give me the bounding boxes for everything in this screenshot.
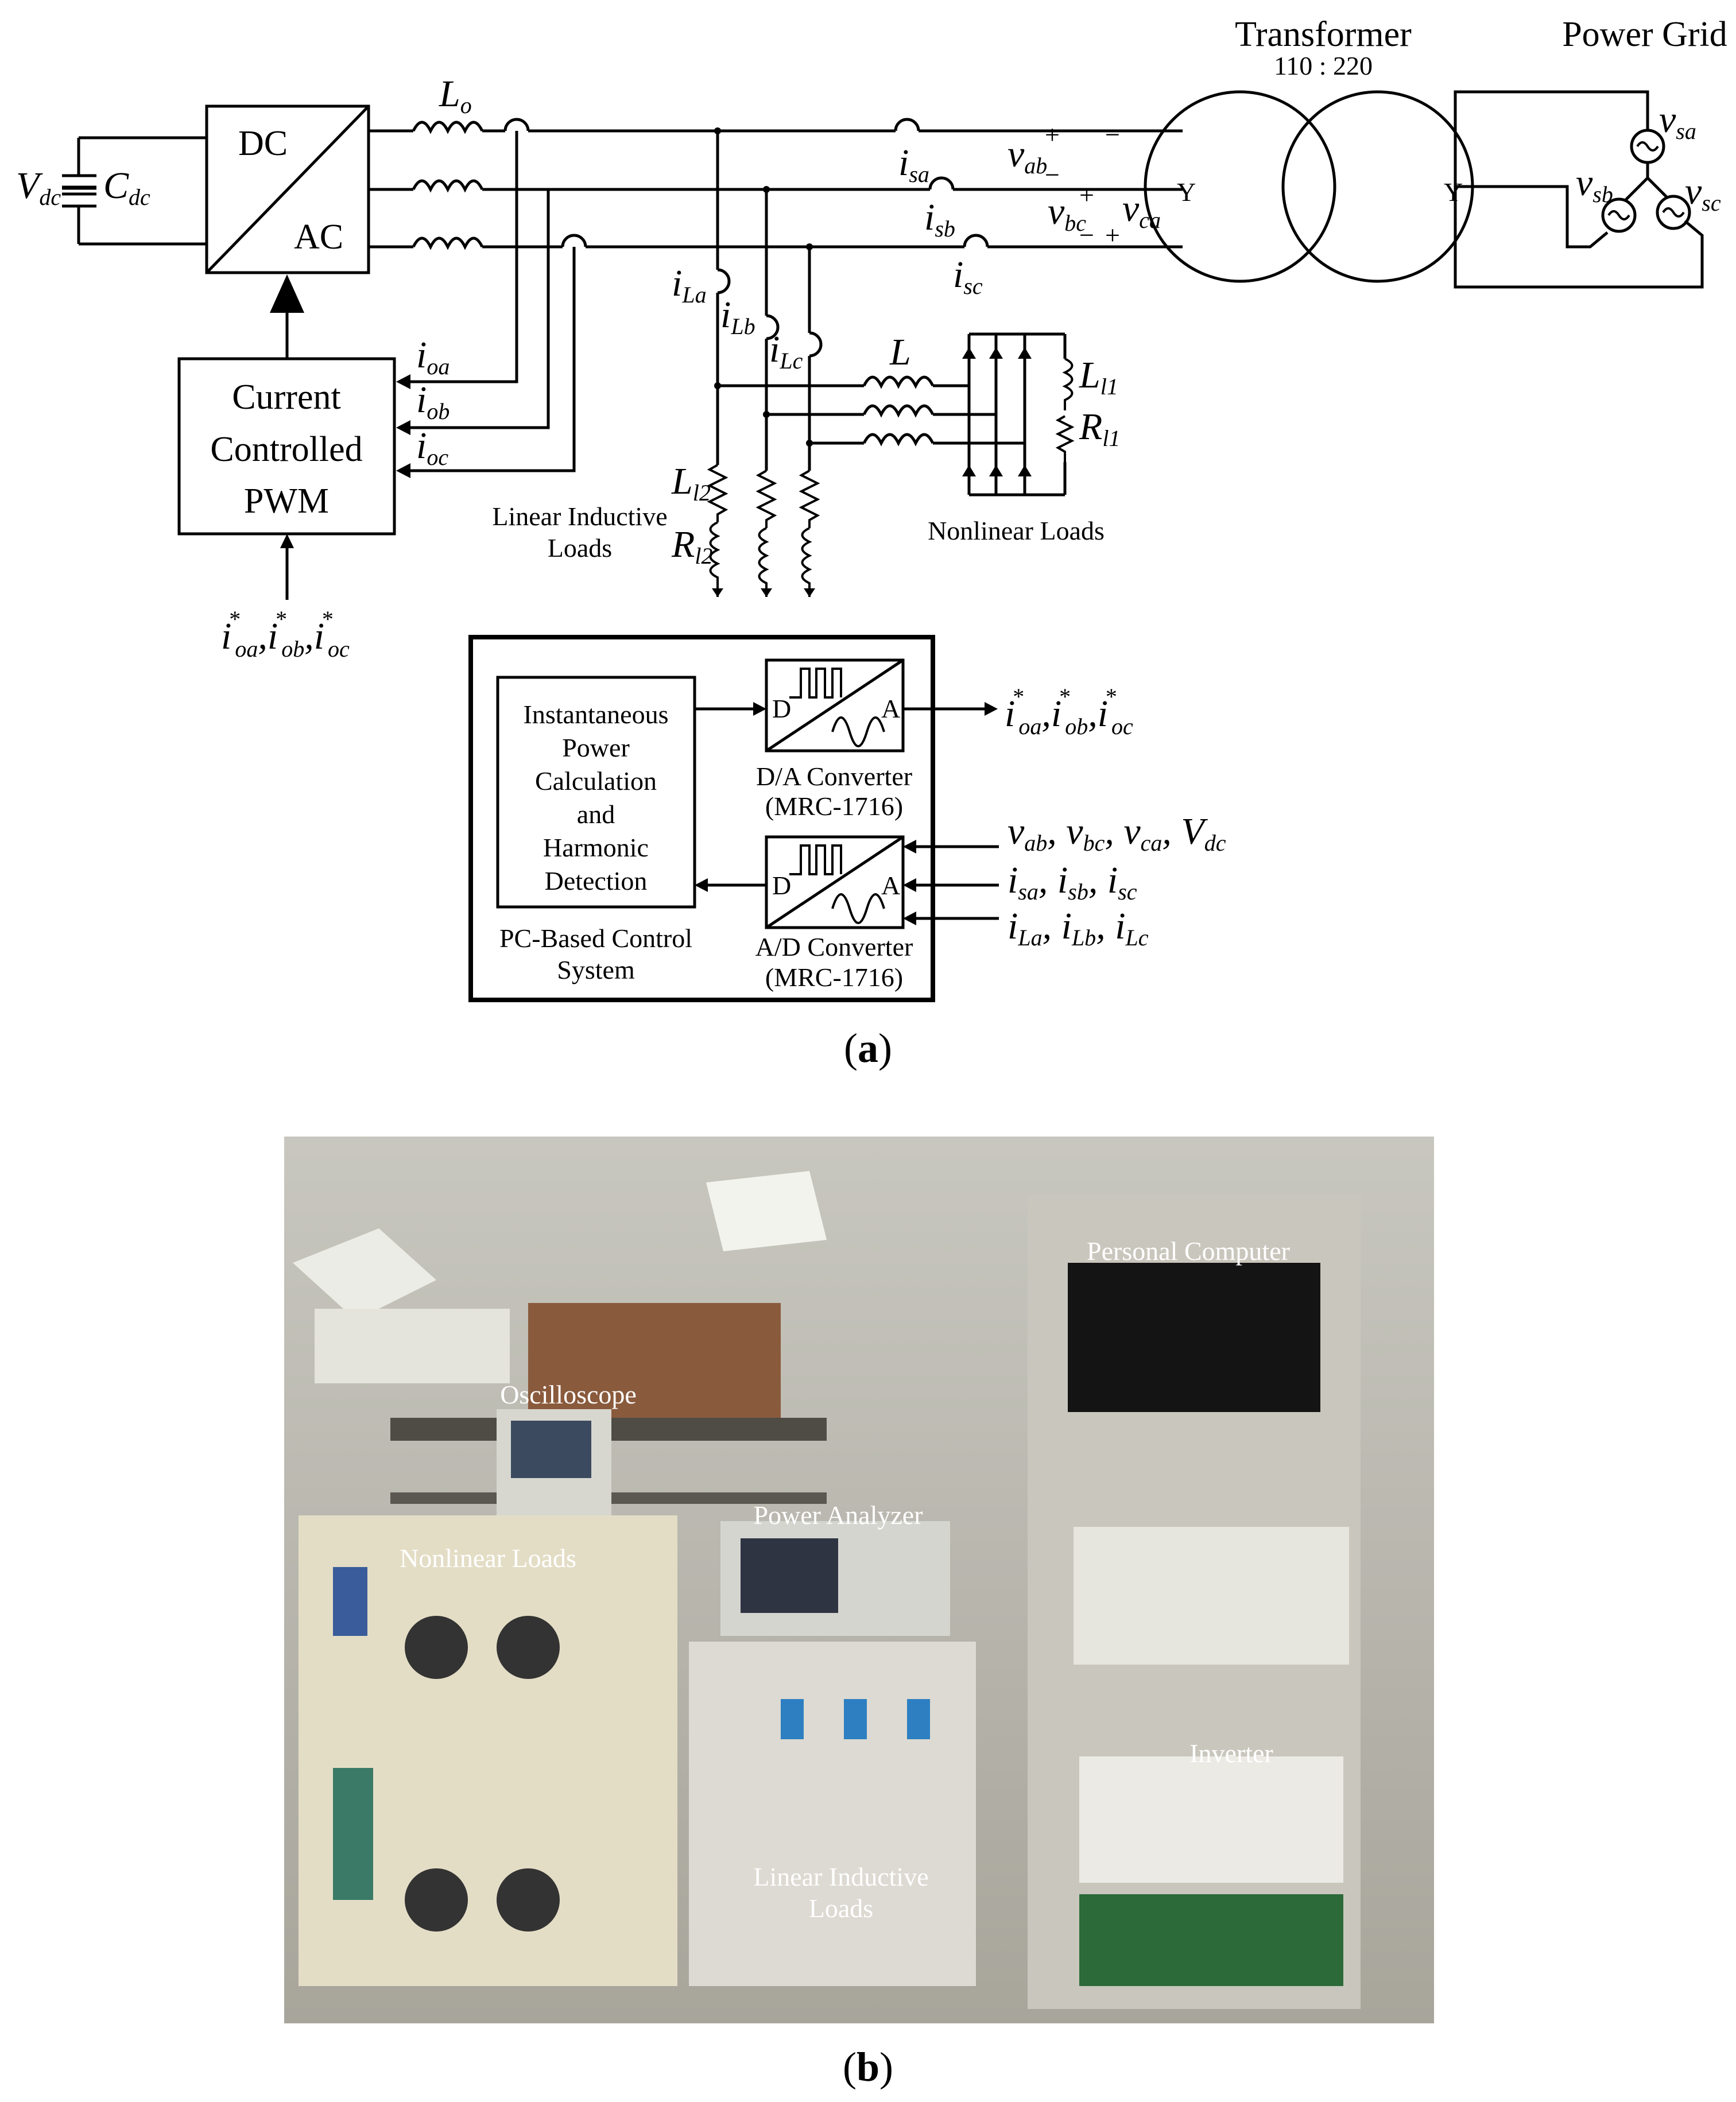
rl1-label: Rl1: [1079, 406, 1120, 451]
ilb-label: iLb: [720, 294, 755, 339]
da-label-2: (MRC-1716): [765, 792, 903, 821]
in-grid-currents: isa, isb, isc: [1008, 859, 1137, 905]
vca-plus: +: [1105, 220, 1120, 250]
ioa-label: ioa: [416, 334, 450, 379]
pc-label-1: PC-Based Control: [499, 924, 692, 953]
calc-line-3: Calculation: [535, 766, 657, 796]
calc-line-2: Power: [562, 733, 630, 762]
photo-label-pc: Personal Computer: [1087, 1236, 1290, 1266]
vsc-label: vsc: [1685, 170, 1721, 216]
circuit-diagram: Vdc Cdc DC AC Current Controlled PWM i*o…: [16, 15, 1727, 1071]
calc-line-1: Instantaneous: [524, 700, 669, 729]
caption-b: (b): [843, 2044, 893, 2090]
iob-label: iob: [416, 379, 450, 424]
vsb-label: vsb: [1576, 162, 1613, 207]
ad-label-2: (MRC-1716): [765, 963, 903, 992]
da-d: D: [772, 694, 791, 723]
l-nonlinear-label: L: [889, 331, 911, 373]
ad-d: D: [772, 871, 791, 900]
calc-line-4: and: [577, 800, 615, 829]
in-voltages: vab, vbc, vca, Vdc: [1008, 810, 1226, 856]
inverter-ac-text: AC: [294, 218, 343, 257]
isc-label: isc: [953, 254, 983, 299]
vab-minus: −: [1045, 160, 1060, 189]
ad-label-1: A/D Converter: [755, 932, 913, 961]
rl2-label: Rl2: [671, 523, 712, 569]
ilc-label: iLc: [769, 328, 803, 374]
photo-label-lil-2: Loads: [809, 1894, 873, 1923]
pwm-line-3: PWM: [244, 482, 329, 521]
photo-label-pa: Power Analyzer: [753, 1500, 923, 1530]
da-label-1: D/A Converter: [756, 762, 912, 791]
nonlinear-loads-label: Nonlinear Loads: [928, 516, 1105, 545]
pwm-line-2: Controlled: [210, 430, 362, 469]
pwm-block: Current Controlled PWM i*oa,i*ob,i*oc: [177, 274, 396, 662]
ll1-label: Ll1: [1079, 354, 1118, 400]
calc-line-6: Detection: [545, 866, 648, 895]
linear-loads-line-1: Linear Inductive: [492, 502, 667, 531]
inverter-dc-text: DC: [238, 124, 288, 163]
transformer-title: Transformer: [1235, 15, 1412, 54]
transformer: Transformer 110 : 220 Y Y: [1144, 15, 1474, 283]
out-ref-currents: i*oa,i*ob,i*oc: [1005, 684, 1133, 739]
ad-a: A: [881, 871, 900, 900]
ila-label: iLa: [672, 262, 707, 308]
lo-label: Lo: [439, 73, 472, 118]
vsa-label: vsa: [1659, 99, 1696, 144]
vdc-label: Vdc: [16, 165, 61, 210]
power-grid: Power Grid vsa vsb vsc: [1454, 15, 1727, 289]
pwm-line-1: Current: [232, 378, 340, 417]
in-load-currents: iLa, iLb, iLc: [1008, 905, 1149, 951]
linear-loads-line-2: Loads: [548, 533, 612, 563]
lab-photo: Personal Computer Oscilloscope Power Ana…: [284, 1137, 1434, 2090]
dc-ac-inverter: DC AC: [205, 104, 370, 274]
vab-label: vab: [1008, 133, 1047, 179]
photo-label-osc: Oscilloscope: [500, 1380, 637, 1409]
photo-label-lil-1: Linear Inductive: [753, 1862, 928, 1891]
isb-label: isb: [924, 196, 955, 242]
pc-label-2: System: [557, 955, 635, 984]
diode-bridge: Ll1 Rl1 Nonlinear Loads: [928, 332, 1120, 545]
ll2-label: Ll2: [671, 460, 711, 506]
calc-line-5: Harmonic: [543, 833, 649, 862]
isa-label: isa: [898, 142, 929, 187]
three-phase-lines: Lo ioa iob ioc isa isb isc vab + − − vbc…: [369, 73, 1183, 478]
ref-currents-label: i*oa,i*ob,i*oc: [221, 606, 350, 662]
photo-label-nl: Nonlinear Loads: [400, 1543, 576, 1573]
vbc-plus: +: [1079, 180, 1094, 210]
ioc-label: ioc: [416, 425, 448, 470]
vbc-minus: −: [1079, 220, 1094, 250]
dc-link: Vdc Cdc: [16, 136, 207, 246]
grid-title: Power Grid: [1562, 15, 1727, 54]
control-system: Instantaneous Power Calculation and Harm…: [468, 635, 1226, 1002]
photo-label-inv: Inverter: [1189, 1739, 1273, 1768]
wye-secondary: Y: [1444, 177, 1463, 207]
da-a: A: [881, 694, 900, 723]
vab-plus: +: [1045, 120, 1060, 149]
wye-primary: Y: [1177, 177, 1196, 207]
vbc-label: vbc: [1048, 191, 1086, 236]
caption-a: (a): [844, 1025, 892, 1071]
vab-minus-top: −: [1105, 120, 1120, 149]
load-branches: iLa iLb iLc Ll2 Rl2 Linear Inductive Loa…: [492, 127, 1025, 597]
cdc-label: Cdc: [103, 165, 150, 210]
transformer-ratio: 110 : 220: [1274, 51, 1373, 80]
